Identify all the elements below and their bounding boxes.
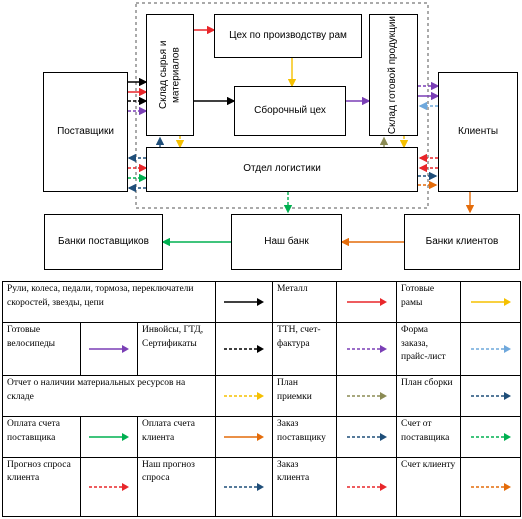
- legend-text: Инвойсы, ГТД, Сертификаты: [137, 321, 216, 376]
- our-bank-block: Наш банк: [231, 214, 342, 270]
- legend-symbol-navy-dashed: [336, 415, 397, 458]
- legend-text: Счет клиенту: [396, 456, 461, 518]
- enterprise-boundary: [135, 2, 429, 209]
- legend-row: Прогноз спроса клиента Наш прогноз спрос…: [2, 456, 521, 518]
- legend-symbol-yellow-solid: [460, 281, 521, 323]
- logistics-label: Отдел логистики: [243, 163, 321, 175]
- supplier-banks-label: Банки поставщиков: [58, 235, 149, 247]
- legend-symbol-red-dashed: [80, 456, 138, 518]
- legend-symbol-red-solid: [336, 281, 397, 323]
- legend-symbol-navy-dashed: [460, 374, 521, 417]
- legend-text: Счет от поставщика: [396, 415, 461, 458]
- our-bank-label: Наш банк: [264, 235, 309, 247]
- flow-diagram: [127, 2, 475, 247]
- suppliers-block: Поставщики: [43, 72, 128, 192]
- legend-symbol-green-dashed: [460, 415, 521, 458]
- legend-symbol-black-solid: [215, 281, 273, 323]
- legend-table: Рули, колеса, педали, тормоза, переключа…: [2, 281, 521, 518]
- frame-shop-label: Цех по производству рам: [229, 29, 347, 41]
- legend-text: План сборки: [396, 374, 461, 417]
- suppliers-label: Поставщики: [57, 125, 114, 137]
- frame-shop-block: Цех по производству рам: [214, 14, 362, 58]
- supplier-banks-block: Банки поставщиков: [44, 214, 163, 270]
- finished-warehouse-label: Склад готовой продукции: [387, 15, 399, 135]
- legend-text: Заказ поставщику: [272, 415, 337, 458]
- legend-text: Наш прогноз спроса: [137, 456, 216, 518]
- legend-symbol-black-dashed: [215, 321, 273, 376]
- legend-symbol-purple-solid: [80, 321, 138, 376]
- legend-text: Оплата счета клиента: [137, 415, 216, 458]
- legend-symbol-olive-dashed: [336, 374, 397, 417]
- legend-text: Прогноз спроса клиента: [2, 456, 81, 518]
- legend-text: Металл: [272, 281, 337, 323]
- legend-symbol-purple-dashed: [336, 321, 397, 376]
- legend-text: Форма заказа, прайс-лист: [396, 321, 461, 376]
- legend-text: ТТН, счет-фактура: [272, 321, 337, 376]
- legend-text: Готовые рамы: [396, 281, 461, 323]
- clients-block: Клиенты: [438, 72, 518, 192]
- legend-symbol-orange-dashed: [460, 456, 521, 518]
- legend-text: План приемки: [272, 374, 337, 417]
- legend-symbol-green-solid: [80, 415, 138, 458]
- client-banks-block: Банки клиентов: [404, 214, 520, 270]
- legend-symbol-navy-dashed: [215, 456, 273, 518]
- clients-label: Клиенты: [457, 125, 499, 137]
- legend-text: Рули, колеса, педали, тормоза, переключа…: [2, 281, 216, 323]
- legend-row: Рули, колеса, педали, тормоза, переключа…: [2, 281, 521, 323]
- raw-warehouse-label: Склад сырья и материалов: [157, 40, 182, 110]
- legend-symbol-yellow-dashed: [215, 374, 273, 417]
- legend-text: Заказ клиента: [272, 456, 337, 518]
- legend-symbol-red-dashed: [336, 456, 397, 518]
- legend-row: Готовые велосипеды Инвойсы, ГТД, Сертифи…: [2, 321, 521, 376]
- legend-row: Оплата счета поставщика Оплата счета кли…: [2, 415, 521, 458]
- assembly-shop-block: Сборочный цех: [234, 86, 346, 136]
- legend-text: Оплата счета поставщика: [2, 415, 81, 458]
- legend-symbol-lightblue-dashed: [460, 321, 521, 376]
- legend-symbol-orange-solid: [215, 415, 273, 458]
- legend-row: Отчет о наличии материальных ресурсов на…: [2, 374, 521, 417]
- raw-warehouse-block: Склад сырья и материалов: [146, 14, 194, 136]
- legend-text: Отчет о наличии материальных ресурсов на…: [2, 374, 216, 417]
- finished-warehouse-block: Склад готовой продукции: [369, 14, 418, 136]
- assembly-shop-label: Сборочный цех: [254, 104, 326, 116]
- logistics-block: Отдел логистики: [146, 147, 418, 192]
- client-banks-label: Банки клиентов: [425, 235, 499, 247]
- legend-text: Готовые велосипеды: [2, 321, 81, 376]
